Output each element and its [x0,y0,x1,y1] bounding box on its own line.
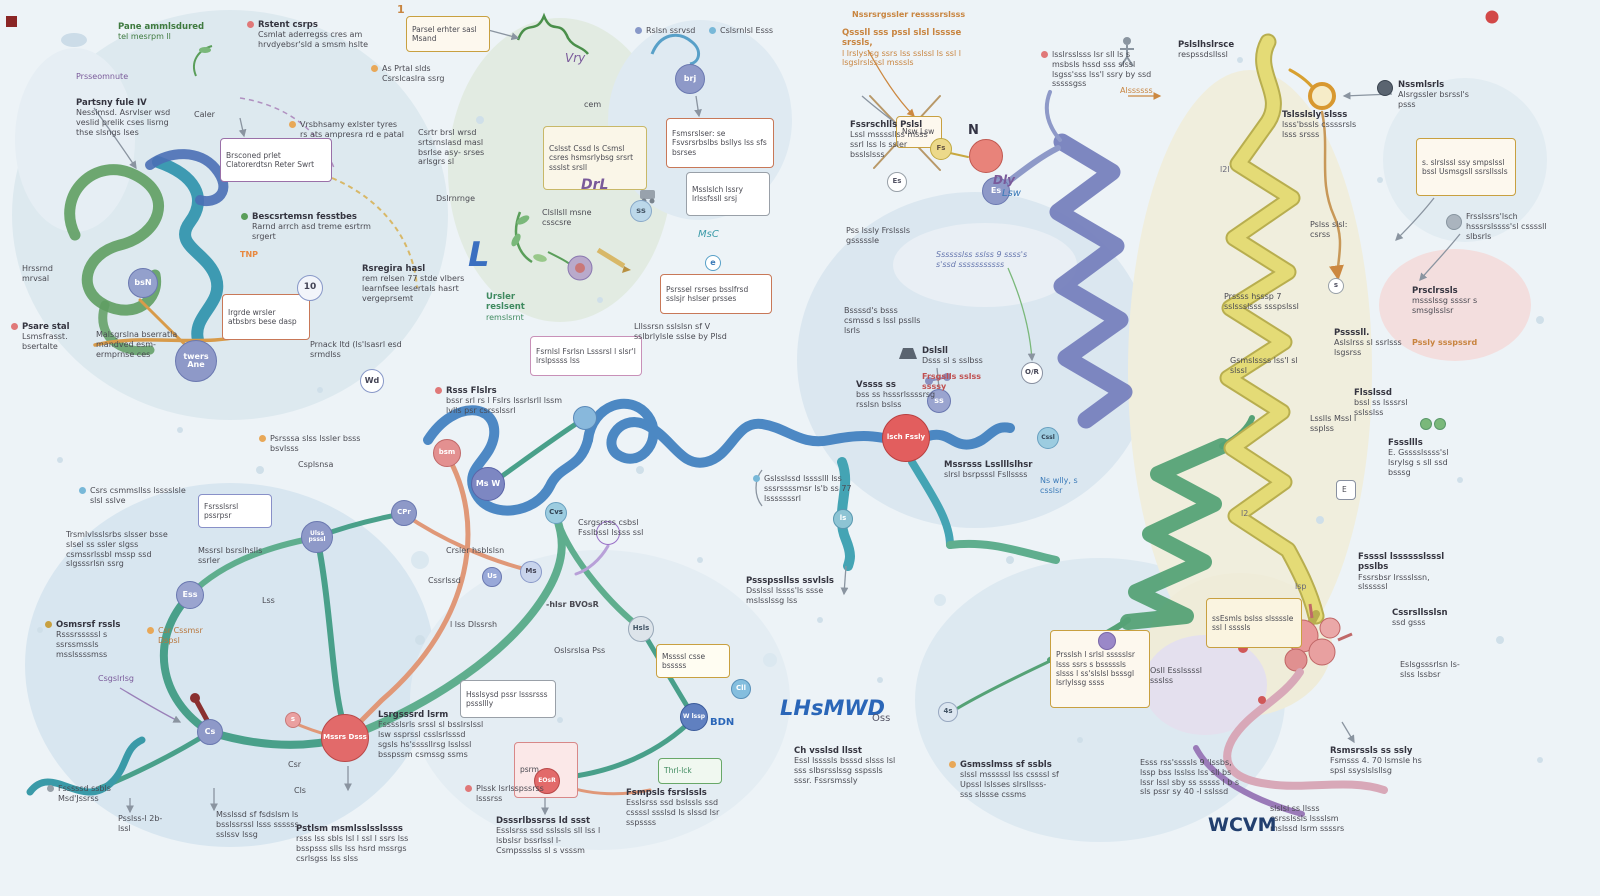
speckles [37,57,1544,763]
protein-ribbon-topleft [64,149,260,367]
flask-icon [899,348,917,359]
cloud-icon [61,33,87,47]
dumbbell-icon [925,373,951,385]
purple-helix-ribbon [1005,90,1133,429]
person-icon [1120,37,1134,67]
misc-icons [6,10,1499,385]
red-square-icon [6,16,17,27]
green-sprigs [193,12,700,281]
red-dot-icon [1485,10,1499,24]
worm-squiggle [26,736,146,796]
teal-ribbons [836,457,1060,571]
